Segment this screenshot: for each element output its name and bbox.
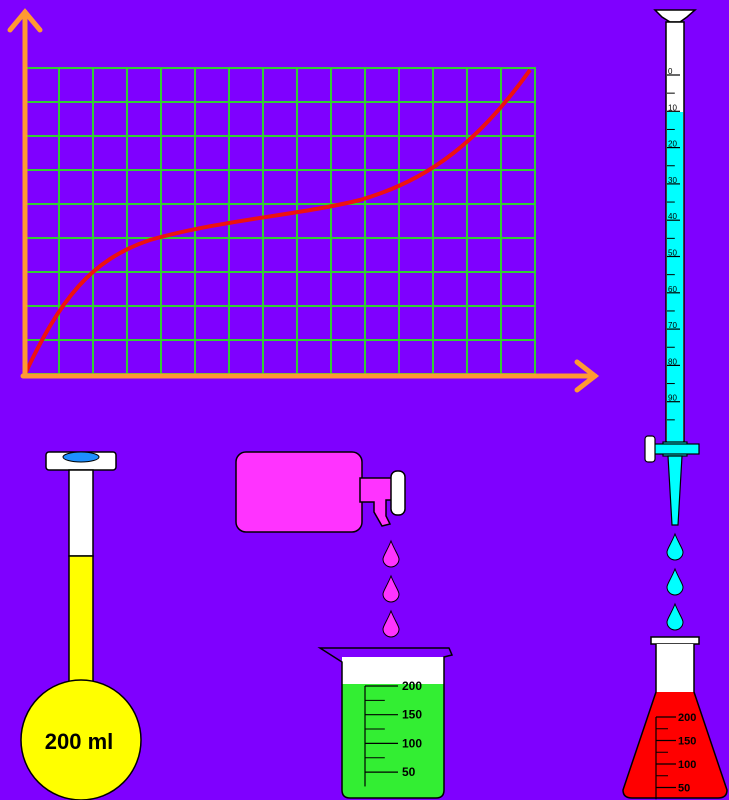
- drop-icon: [666, 567, 684, 596]
- bottle-drops: [382, 539, 400, 638]
- scale-label: 0: [668, 67, 673, 76]
- scale-label: 40: [668, 212, 677, 221]
- scale-label: 50: [668, 249, 677, 258]
- reagent-bottle: [235, 451, 406, 533]
- drop-icon: [382, 574, 400, 603]
- burette-tip: [667, 455, 683, 526]
- scale-label: 50: [402, 765, 416, 779]
- scale-label: 80: [668, 357, 677, 366]
- graph-axes: [7, 8, 600, 393]
- scale-label: 200: [402, 679, 422, 693]
- drop-icon: [666, 602, 684, 631]
- scale-label: 50: [678, 783, 690, 795]
- burette-scale: 0 10 20 30 40 50 60 70 80 90: [667, 67, 680, 421]
- burette-drops: [666, 532, 684, 631]
- bottle-stopper: [390, 470, 406, 516]
- scale-label: 150: [678, 736, 696, 748]
- y-axis-arrow-icon: [7, 8, 43, 33]
- flask-joint: [70, 690, 92, 710]
- erlenmeyer-liquid: [623, 692, 727, 798]
- flask-volume-label: 200 ml: [45, 729, 114, 754]
- burette-liquid: [667, 112, 683, 442]
- beaker: 200 150 100 50: [317, 647, 454, 799]
- erlenmeyer-scale: 200 150 100 50: [655, 712, 696, 800]
- x-axis-arrow-icon: [574, 359, 600, 393]
- beaker-glass-top: [342, 657, 444, 684]
- drop-icon: [382, 609, 400, 638]
- bottle-body: [235, 451, 363, 533]
- flask-neck-empty: [68, 469, 94, 557]
- scale-label: 30: [668, 176, 677, 185]
- volumetric-flask: 200 ml: [20, 451, 142, 800]
- beaker-liquid: [342, 684, 444, 798]
- grid-lines: [25, 68, 535, 374]
- erlenmeyer-rim: [650, 636, 700, 645]
- scale-label: 150: [402, 708, 422, 722]
- flask-bulb: [20, 679, 142, 800]
- drop-icon: [382, 539, 400, 568]
- erlenmeyer-flask: 200 150 100 50: [622, 636, 728, 800]
- drop-icon: [666, 532, 684, 561]
- scale-label: 70: [668, 321, 677, 330]
- burette-funnel: [653, 9, 697, 23]
- flask-neck-liquid: [68, 555, 94, 697]
- titration-graph: [7, 8, 600, 393]
- scale-label: 60: [668, 285, 677, 294]
- burette: 0 10 20 30 40 50 60 70 80 90: [644, 9, 700, 526]
- flask-stopper-cap: [62, 451, 100, 463]
- burette-stopcock[interactable]: [650, 443, 700, 455]
- scale-label: 100: [678, 759, 696, 771]
- scale-label: 20: [668, 140, 677, 149]
- erlenmeyer-neck: [656, 644, 694, 692]
- titration-curve: [23, 68, 532, 375]
- scale-label: 10: [668, 103, 677, 112]
- scale-label: 100: [402, 736, 422, 750]
- grid-frame: [24, 67, 536, 375]
- beaker-scale: 200 150 100 50: [364, 679, 422, 787]
- erlenmeyer-outline: [622, 644, 728, 799]
- scale-label: 90: [668, 394, 677, 403]
- scale-label: 200: [678, 712, 696, 724]
- beaker-outline: [317, 647, 454, 799]
- stopcock-handle[interactable]: [644, 435, 656, 463]
